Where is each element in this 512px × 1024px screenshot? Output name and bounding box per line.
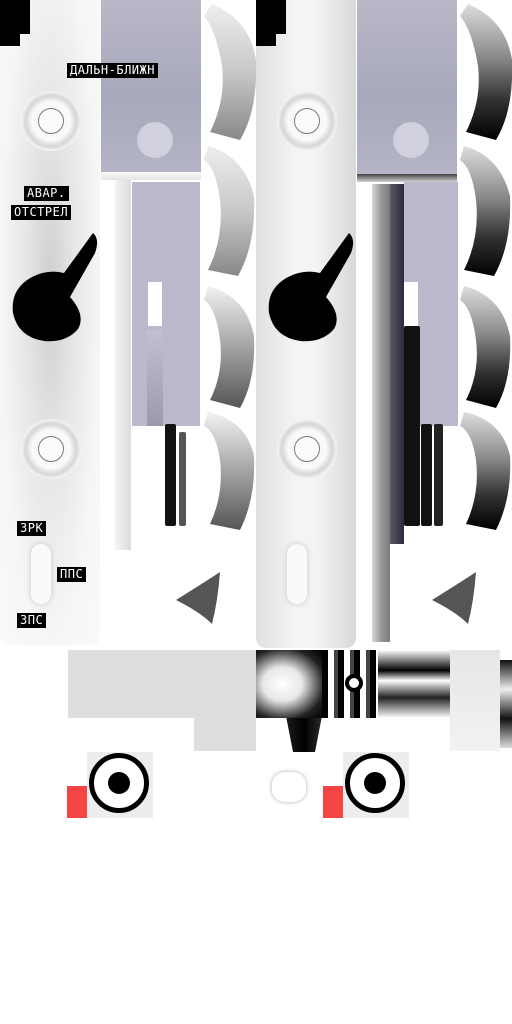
target-icon <box>345 753 405 813</box>
bar <box>421 424 432 526</box>
bar <box>404 326 420 526</box>
dark-wedge <box>286 718 322 752</box>
mechanism-ring <box>345 674 363 692</box>
zps-label: ЗПС <box>17 613 47 628</box>
rail-dark <box>390 184 404 544</box>
rail-gap <box>404 282 418 326</box>
zrk-label: ЗРК <box>17 521 47 536</box>
corner-mark <box>20 0 30 34</box>
range-label: ДАЛЬН-БЛИЖН <box>67 63 158 78</box>
rail-grad <box>147 330 163 426</box>
red-marker <box>67 786 87 818</box>
lavender-block-button <box>137 122 173 158</box>
bar <box>179 432 186 526</box>
pps-label: ППС <box>57 567 87 582</box>
grey-tile <box>194 650 256 751</box>
gauge-strip <box>460 4 512 530</box>
corner-mark <box>276 0 286 34</box>
bar <box>165 424 176 526</box>
rail-line <box>357 174 457 182</box>
mode-switch-slot[interactable] <box>287 544 307 604</box>
rail-gap <box>148 282 162 326</box>
knob-top[interactable] <box>21 91 81 151</box>
glow-tile <box>256 650 322 718</box>
mechanism-tile <box>378 650 450 718</box>
edge-tile <box>500 660 512 748</box>
target-icon <box>89 753 149 813</box>
toggle-lever-icon[interactable] <box>8 225 100 347</box>
pointer-icon <box>176 572 220 624</box>
emergency-label-1: АВАР. <box>24 186 69 201</box>
pointer-icon <box>432 572 476 624</box>
rail-line <box>101 172 201 180</box>
fade-tile <box>450 650 500 751</box>
knob-bottom-right[interactable] <box>277 419 337 479</box>
corner-mark <box>256 0 276 46</box>
lavender-rail <box>132 182 200 426</box>
grey-tile <box>68 650 194 718</box>
gauge-strip <box>204 4 257 530</box>
corner-mark <box>0 0 20 46</box>
rail <box>115 180 131 550</box>
knob-top-right[interactable] <box>277 91 337 151</box>
emergency-label-2: ОТСТРЕЛ <box>11 205 72 220</box>
mode-switch-slot[interactable] <box>31 544 51 604</box>
white-blob <box>272 772 306 802</box>
rail-dark <box>372 184 390 642</box>
lavender-block-button <box>393 122 429 158</box>
toggle-lever-icon[interactable] <box>264 225 356 347</box>
bar <box>434 424 443 526</box>
knob-bottom[interactable] <box>21 419 81 479</box>
red-marker <box>323 786 343 818</box>
